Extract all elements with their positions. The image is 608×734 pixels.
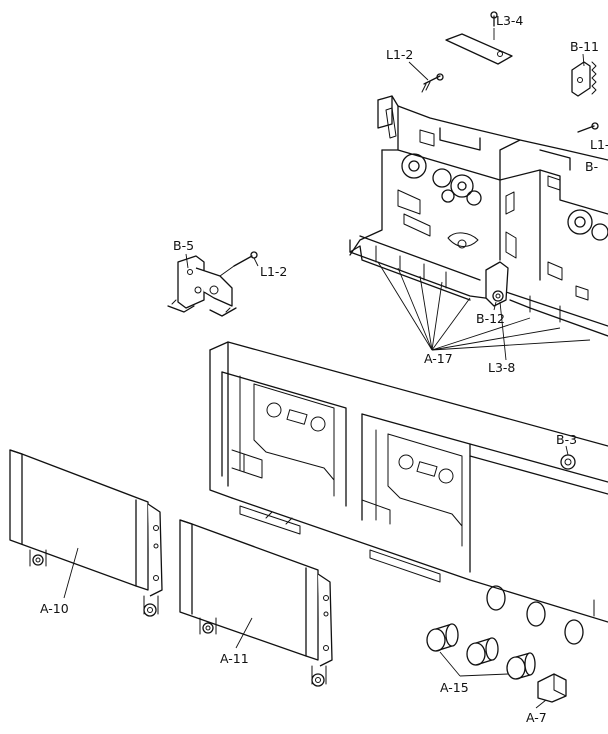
part-labels: L3-4 B-11 L1-2 L1- B- B-5 L1-2 B-12 A-17…	[40, 13, 608, 725]
label-l1-2-top: L1-2	[386, 47, 413, 62]
cassette-door-a11	[179, 519, 333, 687]
b5-hinge-bracket	[167, 251, 258, 317]
label-l1-partial: L1-	[590, 137, 608, 152]
cassette-door-a10	[9, 449, 163, 617]
label-b-5: B-5	[173, 238, 194, 253]
control-knobs-a15	[426, 623, 536, 680]
label-a-17: A-17	[424, 351, 453, 366]
label-l1-2-mid: L1-2	[260, 264, 287, 279]
control-knob-a7	[537, 673, 567, 703]
label-a-15: A-15	[440, 680, 469, 695]
b3-grommet	[560, 454, 576, 470]
label-a-11: A-11	[220, 651, 249, 666]
label-b-11: B-11	[570, 39, 599, 54]
leader-lines	[63, 53, 591, 709]
label-b-partial: B-	[585, 159, 598, 174]
label-a-7: A-7	[526, 710, 547, 725]
label-l3-8: L3-8	[488, 360, 515, 375]
label-a-10: A-10	[40, 601, 69, 616]
label-l3-4: L3-4	[496, 13, 523, 28]
front-panel	[209, 341, 608, 645]
deck-mechanism-assembly	[349, 11, 608, 337]
label-b-3: B-3	[556, 432, 577, 447]
label-b-12: B-12	[476, 311, 505, 326]
